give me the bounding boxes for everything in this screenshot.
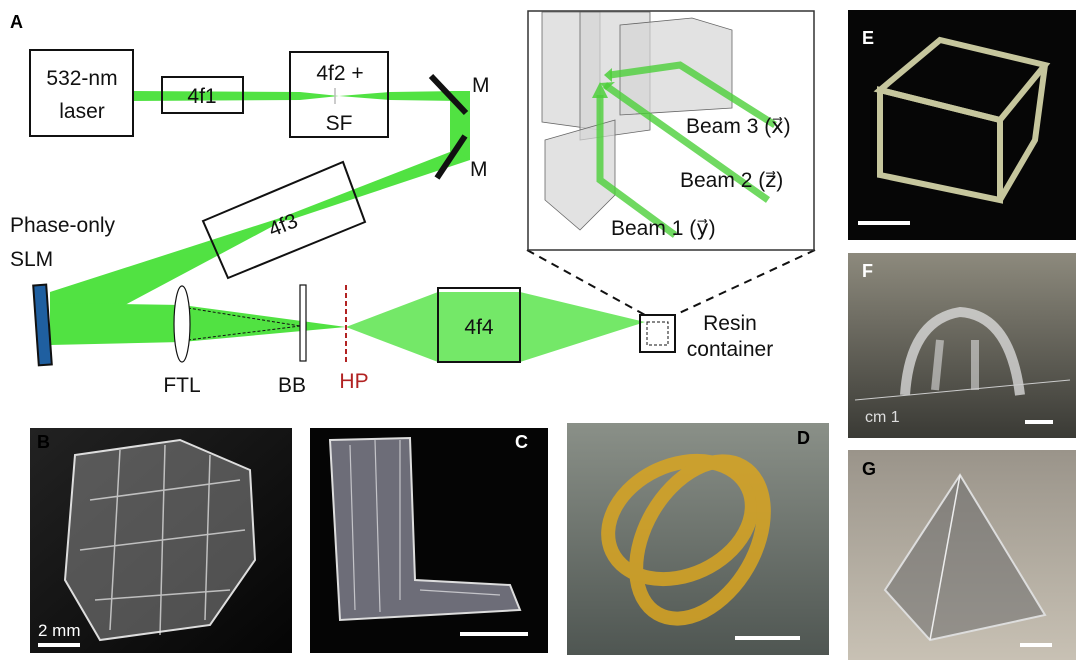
scale-bar-f <box>1025 420 1053 424</box>
resin-inner <box>646 321 669 346</box>
scale-bar-g <box>1020 643 1052 647</box>
photo-b-lattice: 2 mm B <box>30 428 292 653</box>
scale-bar-d <box>735 636 800 640</box>
photo-e-cube: E <box>848 10 1076 240</box>
panel-label-a: A <box>10 12 23 32</box>
4f3-box <box>201 160 367 280</box>
4f4-label: 4f4 <box>464 316 494 339</box>
panel-label-c: C <box>515 432 528 452</box>
mirror-1-label: M <box>472 74 490 97</box>
photo-g-pyramid: G <box>848 450 1076 660</box>
panel-label-g: G <box>862 459 876 479</box>
scale-bar-b <box>38 643 80 647</box>
mirror-2-label: M <box>470 158 488 181</box>
photo-f-arch: cm 1 F <box>848 253 1076 438</box>
photo-c-corner: C <box>310 428 548 653</box>
zoom-line-left <box>526 249 646 316</box>
4f1-box <box>161 76 244 114</box>
ftl-label: FTL <box>163 374 200 397</box>
laser-box <box>29 49 134 137</box>
laser-label: 532-nm <box>46 67 117 90</box>
slm-label: Phase-only <box>10 214 116 237</box>
photo-d-knot: D <box>567 423 829 655</box>
mirror-2 <box>434 134 468 180</box>
beam-1-label: Beam 1 (y⃗) <box>611 217 716 240</box>
slm-label-2: SLM <box>10 248 53 271</box>
laser-beam <box>50 91 645 362</box>
slm <box>32 283 53 367</box>
hp-label: HP <box>339 370 368 393</box>
mirror-1 <box>428 73 469 116</box>
scale-bar-c <box>460 632 528 636</box>
panel-label-d: D <box>797 428 810 448</box>
fourier-lens <box>173 285 191 363</box>
panel-label-b: B <box>37 432 50 452</box>
panel-label-e: E <box>862 28 874 48</box>
4f4-box <box>437 287 521 363</box>
scale-bar-label-b: 2 mm <box>38 621 81 640</box>
resin-label-2: container <box>687 338 773 361</box>
bb-label: BB <box>278 374 306 397</box>
sf-label: SF <box>326 112 353 135</box>
panel-label-f: F <box>862 261 873 281</box>
laser-label-2: laser <box>59 100 105 123</box>
ruler-text: cm 1 <box>865 409 900 426</box>
scale-bar-e <box>858 221 910 225</box>
beam-2-label: Beam 2 (z⃗) <box>680 169 783 192</box>
zoom-line-right <box>674 249 816 316</box>
inset-beams-diagram: Beam 3 (x⃗) Beam 2 (z⃗) Beam 1 (y⃗) <box>527 10 815 251</box>
4f2-box <box>289 51 389 138</box>
resin-label: Resin <box>703 312 757 335</box>
beam-3-label: Beam 3 (x⃗) <box>686 115 791 138</box>
beam-block <box>299 284 307 362</box>
resin-container-box <box>639 314 676 353</box>
4f1-label: 4f1 <box>187 85 216 108</box>
4f2-label: 4f2 + <box>316 62 363 85</box>
